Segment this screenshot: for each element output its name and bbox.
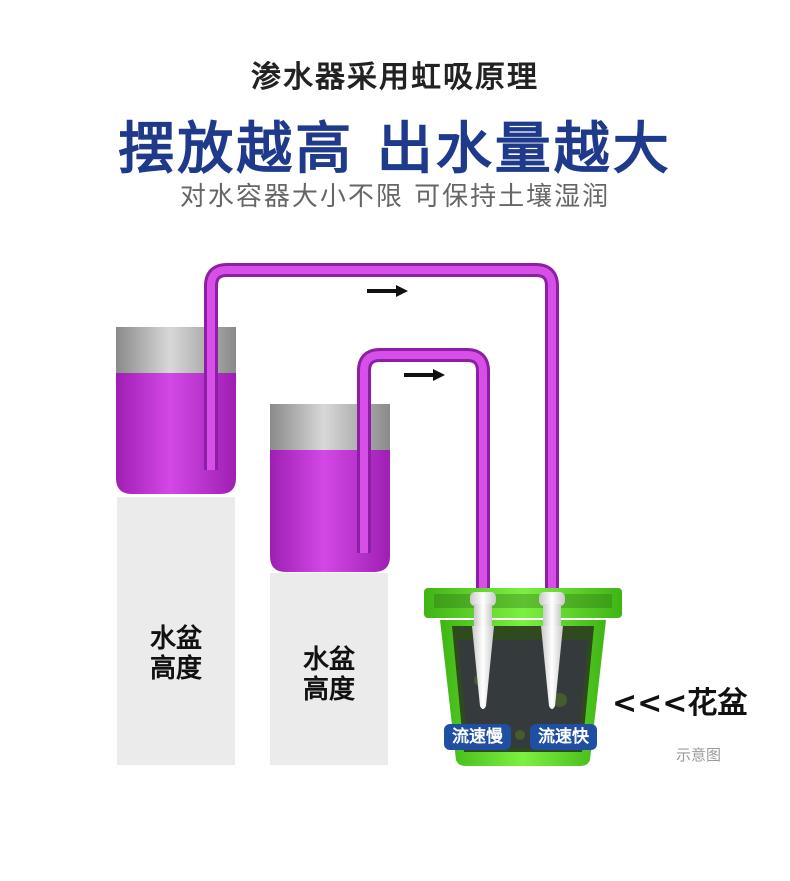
low-stand [270, 573, 388, 765]
dripper-slow [470, 592, 496, 709]
flow-arrow-icon [404, 369, 445, 381]
slow-flow-badge: 流速慢 [444, 724, 511, 750]
flow-arrow-icon [367, 285, 408, 297]
dripper-fast [539, 592, 565, 709]
header-line-1: 渗水器采用虹吸原理 [251, 60, 539, 95]
header-line-2: 摆放越高 出水量越大 [118, 117, 672, 182]
low-container [270, 404, 390, 572]
high-stand-label: 水盆 高度 [149, 624, 202, 684]
header-line-3: 对水容器大小不限 可保持土壤湿润 [179, 182, 611, 212]
fast-flow-badge: 流速快 [530, 724, 597, 750]
high-stand [117, 497, 235, 765]
diagram-caption: 示意图 [676, 746, 722, 764]
flower-pot-label: <<<花盆 [612, 686, 748, 721]
low-stand-label: 水盆 高度 [302, 645, 355, 705]
